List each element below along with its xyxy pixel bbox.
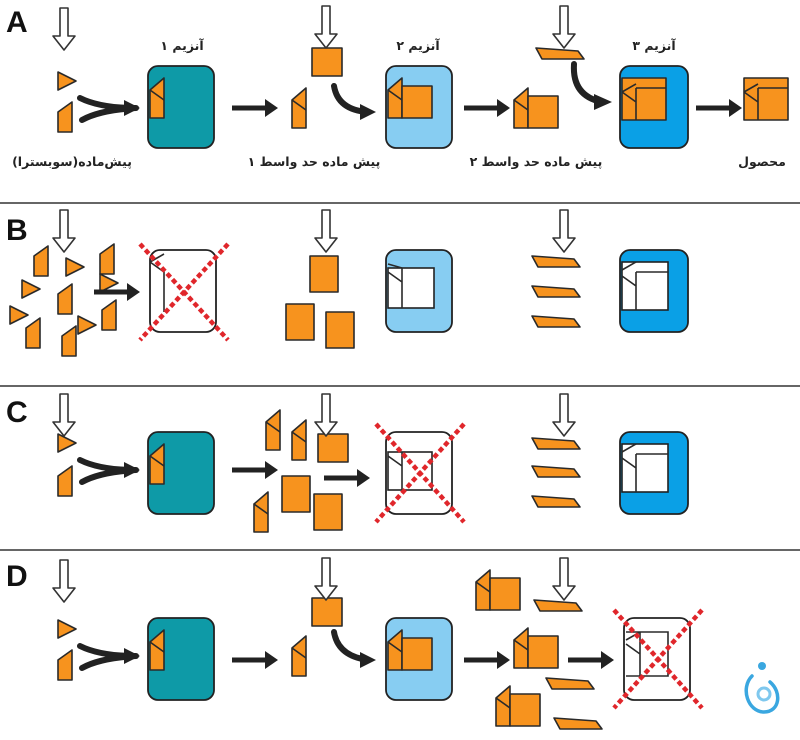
flow-arrow-icon [232,99,278,117]
input-arrow-icon [52,393,76,437]
input-arrow-icon [314,557,338,601]
accumulated-cosubstrate [285,255,355,349]
accumulated-slabs [531,255,581,328]
flow-arrow-icon [464,99,510,117]
enzyme2-label: آنزیم ۲ [396,38,440,53]
panel-letter-b: B [6,214,28,247]
input-arrow-icon [314,209,338,253]
accumulated-intermediate2 [475,569,603,730]
mother-baby-logo-icon [744,662,780,714]
input-arrow-icon [552,209,576,253]
product-label: محصول [738,154,786,169]
flow-arrow-icon [232,651,278,669]
flow-arrow-icon [232,461,278,479]
enzyme3-label: آنزیم ۳ [632,38,676,53]
panel-a: A آنزیم ۱ آنزیم ۲ آنزیم ۳ [6,5,789,169]
input-arrow-icon [552,5,576,49]
input-arrow-icon [52,7,76,51]
intermediate2-pieces [513,47,585,129]
substrate-pieces [57,71,77,133]
input-arrow-icon [314,5,338,49]
panel-letter-c: C [6,396,28,429]
panel-d: D [6,557,780,730]
panel-c: C [6,393,689,533]
input-arrow-icon [552,393,576,437]
idle-enzyme3 [619,249,689,333]
inhibited-enzyme3 [612,608,704,710]
intermediate2-label: پیش ماده حد واسط ۲ [470,154,603,169]
inhibited-enzyme1 [138,242,230,342]
accumulated-substrate [9,243,119,357]
flow-arrow-icon [568,651,614,669]
input-arrow-icon [52,559,76,603]
inhibited-enzyme2 [374,422,466,524]
input-arrow-icon [552,557,576,601]
input-arrow-icon [314,393,338,437]
flow-arrow-icon [324,469,370,487]
panel-b: B [6,209,689,357]
panel-letter-d: D [6,560,28,593]
input-arrow-icon [52,209,76,253]
flow-arrow-icon [464,651,510,669]
idle-enzyme3 [619,431,689,515]
flow-arrow-icon [696,99,742,117]
panel-letter-a: A [6,6,28,39]
idle-enzyme2 [385,249,453,333]
enzyme1-label: آنزیم ۱ [160,38,204,53]
intermediate1-label: پیش ماده حد واسط ۱ [248,154,381,169]
product-piece [743,77,789,121]
substrate-label: پیش‌ماده(سوبسترا) [12,154,132,169]
